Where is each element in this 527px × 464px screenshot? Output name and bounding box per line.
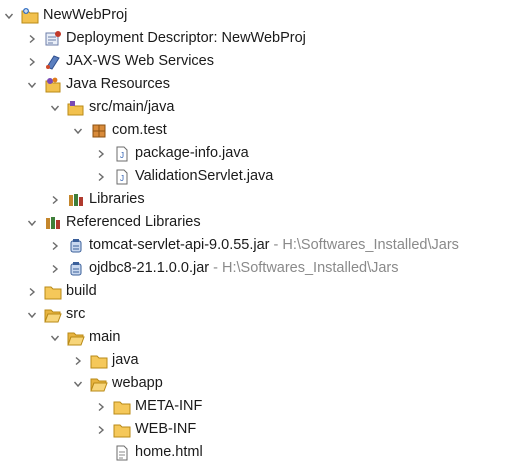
libraries-icon [67, 191, 85, 209]
java-resources-icon [44, 76, 62, 94]
chevron-right-icon[interactable] [48, 193, 62, 207]
chevron-right-icon[interactable] [94, 170, 108, 184]
source-folder-icon [67, 99, 85, 117]
tree-item-label: main [89, 329, 121, 345]
chevron-down-icon[interactable] [48, 101, 62, 115]
chevron-right-icon[interactable] [48, 239, 62, 253]
tree-item-path: - H:\Softwares_Installed\Jars [209, 260, 399, 276]
tree-item-package-info-java[interactable]: J package-info.java [0, 142, 527, 165]
tree-item-label: ojdbc8-21.1.0.0.jar [89, 260, 210, 276]
tree-item-validationservlet-java[interactable]: J ValidationServlet.java [0, 165, 527, 188]
folder-icon [90, 352, 108, 370]
html-file-icon [113, 444, 131, 462]
package-icon [90, 122, 108, 140]
folder-open-icon [44, 306, 62, 324]
tree-item-label: webapp [112, 375, 163, 391]
tree-item-label: Referenced Libraries [66, 214, 201, 230]
tree-item-java-resources[interactable]: Java Resources [0, 73, 527, 96]
chevron-right-icon[interactable] [94, 423, 108, 437]
java-file-icon: J [113, 145, 131, 163]
tree-item-label: tomcat-servlet-api-9.0.55.jar [89, 237, 270, 253]
folder-open-icon [67, 329, 85, 347]
tree-item-label: NewWebProj [43, 7, 128, 23]
chevron-down-icon[interactable] [71, 377, 85, 391]
chevron-down-icon[interactable] [71, 124, 85, 138]
svg-text:J: J [120, 174, 124, 183]
tree-item-web-inf[interactable]: WEB-INF [0, 418, 527, 441]
tree-item-newwebproj[interactable]: NewWebProj [0, 4, 527, 27]
tree-item-src-main-java[interactable]: src/main/java [0, 96, 527, 119]
chevron-right-icon[interactable] [25, 55, 39, 69]
tree-item-label: Java Resources [66, 76, 170, 92]
tree-item-jax-ws-web-services[interactable]: JAX-WS Web Services [0, 50, 527, 73]
folder-icon [113, 398, 131, 416]
tree-item-label: java [112, 352, 139, 368]
tree-item-label: JAX-WS Web Services [66, 53, 214, 69]
chevron-right-icon[interactable] [48, 262, 62, 276]
tree-item-label: ValidationServlet.java [135, 168, 274, 184]
chevron-right-icon[interactable] [25, 32, 39, 46]
tree-item-label: src [66, 306, 86, 322]
chevron-right-icon[interactable] [71, 354, 85, 368]
project-icon [21, 7, 39, 25]
tree-item-label: package-info.java [135, 145, 249, 161]
folder-open-icon [90, 375, 108, 393]
folder-icon [113, 421, 131, 439]
tree-item-com-test[interactable]: com.test [0, 119, 527, 142]
tree-item-label: src/main/java [89, 99, 175, 115]
chevron-down-icon[interactable] [25, 216, 39, 230]
tree-item-src[interactable]: src [0, 303, 527, 326]
tree-item-ojdbc8-21-1-0-0-jar[interactable]: ojdbc8-21.1.0.0.jar - H:\Softwares_Insta… [0, 257, 527, 280]
java-file-icon: J [113, 168, 131, 186]
tree-item-path: - H:\Softwares_Installed\Jars [269, 237, 459, 253]
chevron-down-icon[interactable] [25, 78, 39, 92]
folder-icon [44, 283, 62, 301]
libraries-icon [44, 214, 62, 232]
tree-item-deployment-descriptor-newwebproj[interactable]: Deployment Descriptor: NewWebProj [0, 27, 527, 50]
chevron-down-icon[interactable] [48, 331, 62, 345]
deployment-descriptor-icon [44, 30, 62, 48]
web-services-icon [44, 53, 62, 71]
tree-item-label: Deployment Descriptor: NewWebProj [66, 30, 306, 46]
tree-item-label: WEB-INF [135, 421, 197, 437]
tree-item-label: META-INF [135, 398, 203, 414]
tree-item-main[interactable]: main [0, 326, 527, 349]
svg-text:J: J [120, 151, 124, 160]
tree-item-webapp[interactable]: webapp [0, 372, 527, 395]
tree-item-referenced-libraries[interactable]: Referenced Libraries [0, 211, 527, 234]
tree-item-meta-inf[interactable]: META-INF [0, 395, 527, 418]
chevron-down-icon[interactable] [2, 9, 16, 23]
tree-item-build[interactable]: build [0, 280, 527, 303]
tree-item-java[interactable]: java [0, 349, 527, 372]
tree-item-home-html[interactable]: home.html [0, 441, 527, 464]
tree-item-label: com.test [112, 122, 167, 138]
tree-item-label: Libraries [89, 191, 145, 207]
chevron-down-icon[interactable] [25, 308, 39, 322]
tree-item-libraries[interactable]: Libraries [0, 188, 527, 211]
jar-icon [67, 260, 85, 278]
tree-item-label: build [66, 283, 97, 299]
chevron-right-icon[interactable] [94, 147, 108, 161]
tree-item-tomcat-servlet-api-9-0-55-jar[interactable]: tomcat-servlet-api-9.0.55.jar - H:\Softw… [0, 234, 527, 257]
jar-icon [67, 237, 85, 255]
chevron-right-icon[interactable] [25, 285, 39, 299]
tree-item-label: home.html [135, 444, 203, 460]
chevron-right-icon[interactable] [94, 400, 108, 414]
